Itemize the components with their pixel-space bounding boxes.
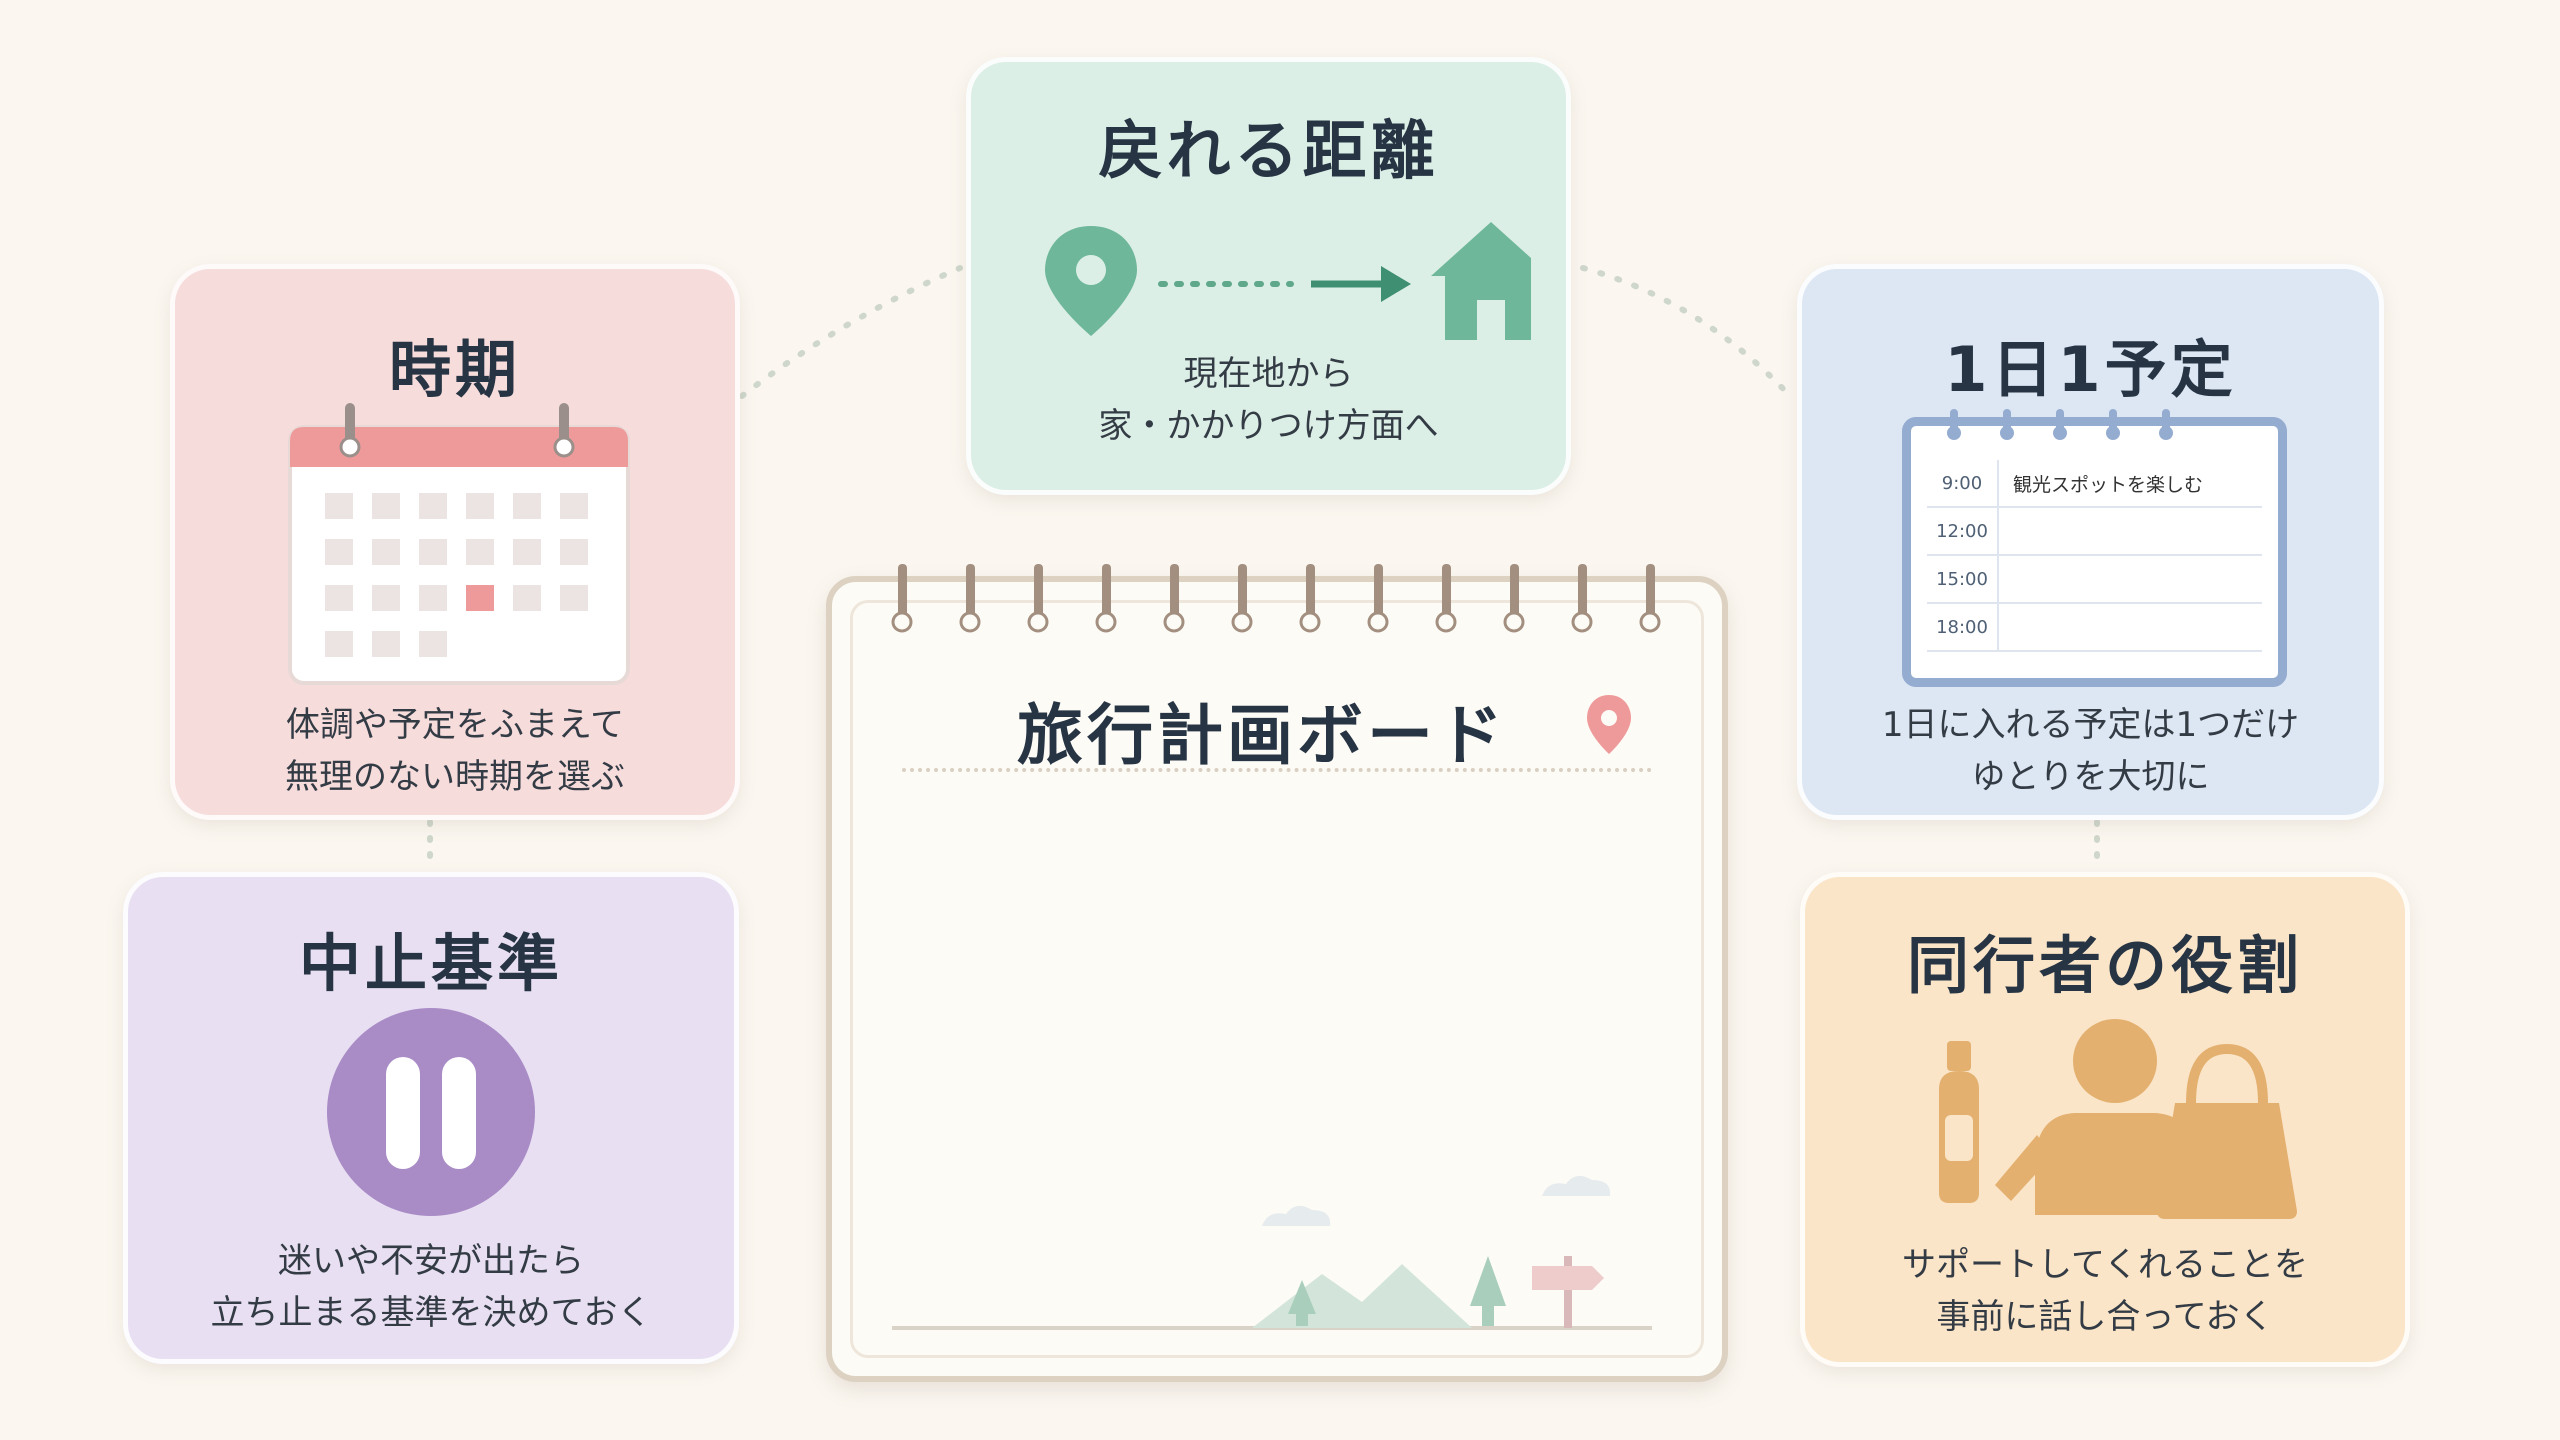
desc-line: 体調や予定をふまえて [285, 705, 625, 745]
desc-line: 迷いや不安が出たら [278, 1241, 584, 1281]
schedule-time: 9:00 [1927, 460, 1999, 506]
person-icon [1995, 1019, 2195, 1215]
card-title: 中止基準 [298, 927, 563, 1000]
desc-line: 1日に入れる予定は1つだけ [1881, 705, 2300, 745]
landscape-illustration [892, 1175, 1652, 1330]
signpost-icon [1532, 1256, 1604, 1328]
card-companion-role: 同行者の役割 サポートしてくれることを 事前に話し合っておく [1800, 872, 2410, 1367]
travel-plan-board: 旅行計画ボード [826, 576, 1728, 1382]
card-stop-criteria: 中止基準 迷いや不安が出たら 立ち止まる基準を決めておく [123, 872, 739, 1364]
card-description: 体調や予定をふまえて 無理のない時期を選ぶ [175, 699, 735, 803]
desc-line: 立ち止まる基準を決めておく [210, 1293, 652, 1333]
pause-icon [327, 1008, 535, 1216]
companion-illustration [1939, 1019, 2297, 1219]
schedule-row: 18:00 [1927, 604, 2262, 652]
card-description: 迷いや不安が出たら 立ち止まる基準を決めておく [128, 1235, 734, 1339]
schedule-row: 12:00 [1927, 508, 2262, 556]
title-divider [902, 768, 1652, 772]
card-period: 時期 体調や予定をふまえて 無理のない時期を選ぶ [170, 264, 740, 820]
desc-line: 事前に話し合っておく [1936, 1297, 2274, 1337]
desc-line: 家・かかりつけ方面へ [1098, 406, 1439, 446]
desc-line: 現在地から [1183, 354, 1354, 394]
binder-rings-icon [1947, 409, 2173, 440]
cloud-icon [1262, 1205, 1331, 1226]
calendar-icon [288, 403, 630, 685]
location-pin-icon [1045, 226, 1137, 336]
handbag-icon [2157, 1043, 2297, 1219]
card-title: 戻れる距離 [1098, 115, 1439, 189]
card-title: 同行者の役割 [1906, 929, 2303, 1002]
card-return-distance: 戻れる距離 現在地から 家・かかりつけ方面へ [966, 57, 1571, 495]
mountain-icon [1252, 1264, 1472, 1328]
card-one-plan-per-day: 1日1予定 9:00 観光スポットを楽しむ 12:00 15:00 18:00 … [1797, 264, 2384, 820]
schedule-board: 9:00 観光スポットを楽しむ 12:00 15:00 18:00 [1902, 417, 2287, 687]
tree-icon [1288, 1280, 1316, 1326]
board-title: 旅行計画ボード [1017, 697, 1507, 774]
card-description: 1日に入れる予定は1つだけ ゆとりを大切に [1802, 699, 2379, 803]
desc-line: サポートしてくれることを [1902, 1245, 2308, 1285]
schedule-time: 18:00 [1927, 604, 1999, 650]
schedule-row: 9:00 観光スポットを楽しむ [1927, 460, 2262, 508]
desc-line: 無理のない時期を選ぶ [285, 757, 625, 797]
card-description: 現在地から 家・かかりつけ方面へ [971, 348, 1566, 452]
notebook-rings-icon [891, 564, 1661, 633]
water-bottle-icon [1939, 1041, 1979, 1203]
distance-illustration [1045, 222, 1531, 340]
schedule-time: 12:00 [1927, 508, 1999, 554]
card-description: サポートしてくれることを 事前に話し合っておく [1805, 1239, 2405, 1343]
schedule-row: 15:00 [1927, 556, 2262, 604]
schedule-time: 15:00 [1927, 556, 1999, 602]
tree-icon [1470, 1256, 1506, 1326]
desc-line: ゆとりを大切に [1971, 757, 2210, 797]
card-title: 1日1予定 [1944, 333, 2237, 406]
arrow-right-icon [1311, 266, 1411, 302]
card-title: 時期 [388, 333, 521, 406]
cloud-icon [1542, 1175, 1611, 1196]
location-pin-icon [1587, 695, 1631, 754]
schedule-item: 観光スポットを楽しむ [2013, 473, 2204, 496]
home-icon [1431, 222, 1531, 340]
notebook-page [850, 600, 1704, 1358]
